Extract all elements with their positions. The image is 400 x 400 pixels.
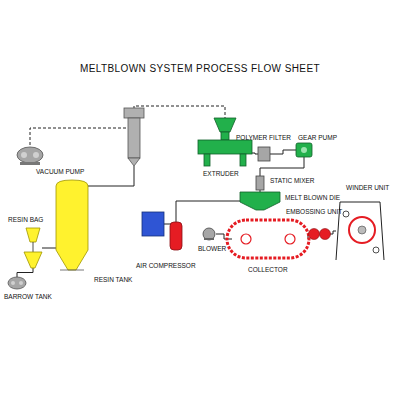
pipe-line (330, 231, 336, 234)
collector-symbol (227, 220, 309, 258)
equipment-node: POLYMER FILTER (258, 147, 270, 161)
equipment-node: BARROW TANK (8, 277, 26, 289)
equipment-label: POLYMER FILTER (236, 134, 291, 141)
equipment-node: RESIN BAG (24, 228, 42, 268)
equipment-label: BARROW TANK (4, 293, 52, 300)
equipment-node: EXTRUDER (198, 140, 252, 166)
pipe-line (88, 166, 134, 186)
equipment-node: STATIC MIXER (254, 176, 266, 190)
pipe-line (270, 150, 296, 154)
equipment-node: GEAR PUMP (296, 143, 312, 157)
barrow-tank-symbol (8, 277, 26, 289)
equipment-label: RESIN TANK (94, 276, 132, 283)
equipment-label: AIR COMPRESSOR (136, 262, 196, 269)
resin-bag-symbol (24, 228, 42, 268)
embossing-unit-symbol (309, 229, 331, 240)
pipe-line (164, 201, 240, 224)
equipment-node: COLLECTOR (232, 218, 308, 260)
equipment-node: AIR COMPRESSOR (142, 212, 164, 236)
vacuum-pump-symbol (17, 147, 43, 165)
melt-blown-die-symbol (240, 192, 280, 210)
equipment-label: EMBOSSING UNIT (286, 208, 342, 215)
equipment-label: MELT BLOWN DIE (285, 194, 340, 201)
equipment-label: COLLECTOR (248, 266, 288, 273)
resin-tank-symbol (56, 180, 88, 270)
equipment-label: RESIN BAG (8, 216, 43, 223)
equipment-label: GEAR PUMP (298, 134, 337, 141)
equipment-label: VACUUM PUMP (36, 168, 84, 175)
equipment-label: WINDER UNIT (346, 184, 389, 191)
diagram-title: MELTBLOWN SYSTEM PROCESS FLOW SHEET (0, 63, 400, 74)
pipe-line (252, 153, 258, 154)
equipment-node: BLOWER (203, 228, 216, 240)
blower-symbol (203, 228, 215, 240)
equipment-node: EMBOSSING UNIT (308, 227, 330, 241)
air-compressor-symbol (142, 212, 182, 250)
equipment-label: BLOWER (198, 245, 226, 252)
equipment-node: VACUUM PUMP (16, 145, 44, 165)
winder-unit-symbol (336, 202, 384, 260)
equipment-node: RESIN TANK (56, 180, 88, 270)
equipment-label: EXTRUDER (203, 170, 239, 177)
gear-pump-symbol (296, 143, 312, 157)
static-mixer-symbol (256, 176, 264, 190)
cyclone-symbol (124, 108, 144, 166)
extruder-symbol (198, 118, 252, 166)
polymer-filter-symbol (258, 147, 270, 161)
pipe-line (30, 106, 225, 145)
equipment-node: MELT BLOWN DIE (240, 192, 280, 210)
pipe-line (42, 248, 56, 249)
pipe-line (17, 268, 33, 277)
equipment-label: STATIC MIXER (270, 177, 315, 184)
pipe-line (216, 234, 232, 239)
equipment-node: WINDER UNIT (336, 202, 384, 260)
